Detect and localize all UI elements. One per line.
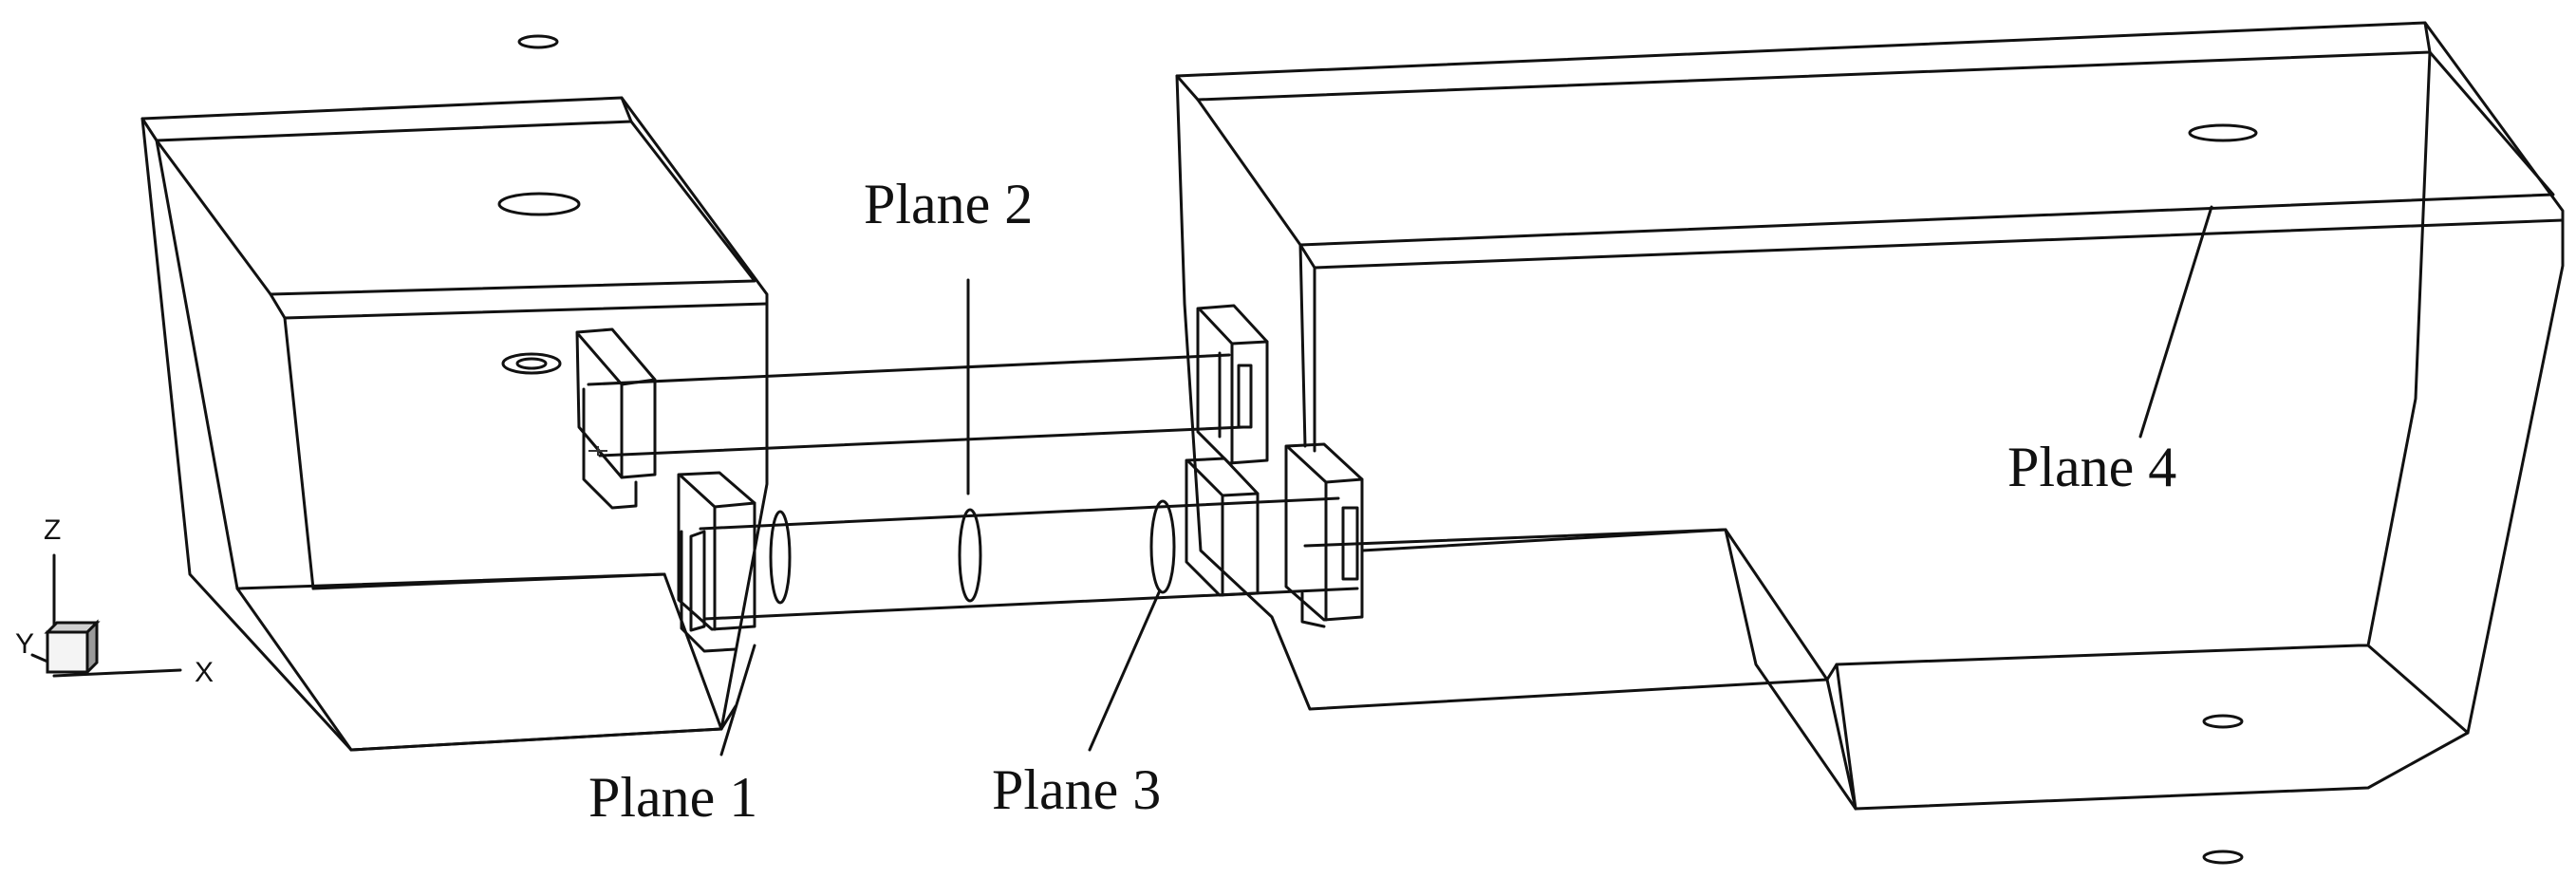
plane-1-label: Plane 1 bbox=[588, 766, 757, 829]
axis-triad: Z Y X bbox=[15, 514, 214, 688]
right-lower-connector bbox=[1185, 442, 1727, 628]
axis-z-label: Z bbox=[44, 514, 61, 546]
plane-3-leader bbox=[1088, 588, 1162, 752]
plane-2-label: Plane 2 bbox=[864, 173, 1033, 235]
plane-3-label: Plane 3 bbox=[992, 758, 1161, 821]
left-upper-connector bbox=[575, 327, 657, 510]
left-tank bbox=[140, 34, 769, 752]
plane-4-marker bbox=[2138, 205, 2213, 439]
left-lower-connector bbox=[677, 471, 756, 653]
axis-x-label: X bbox=[195, 657, 214, 688]
x-axis-line bbox=[52, 668, 182, 678]
right-tank bbox=[1175, 21, 2565, 865]
plane-4-label: Plane 4 bbox=[2007, 436, 2176, 498]
plane-1-leader bbox=[719, 644, 756, 757]
axis-cube-icon bbox=[46, 630, 89, 674]
upper-pipes bbox=[587, 353, 1245, 458]
axis-y-label: Y bbox=[15, 628, 34, 660]
right-upper-connector bbox=[1196, 304, 1269, 465]
